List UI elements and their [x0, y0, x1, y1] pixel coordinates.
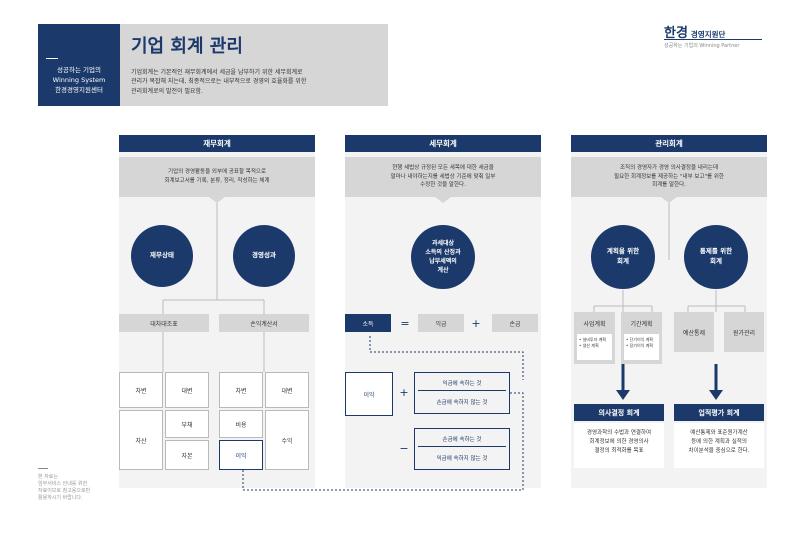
page-title: 기업 회계 관리 — [131, 36, 243, 57]
is-debit: 차변 — [219, 372, 263, 408]
planning-line2: 회계 — [617, 257, 629, 265]
decision-line3: 결정의 최적화를 목표 — [594, 447, 644, 454]
tax-sub1: 손금에 속하는 것 — [418, 432, 506, 447]
perf-line3: 차이분석을 중심으로 한다. — [688, 447, 750, 454]
tax-add2: 손금에 속하지 않는 것 — [436, 400, 488, 406]
is-credit: 대변 — [265, 372, 309, 408]
tax-desc-pointer — [435, 197, 451, 203]
financial-desc-line2: 회계보고서를 기록, 분류, 정리, 작성하는 체계 — [164, 178, 270, 184]
financial-desc-line1: 기업의 경영활동을 외부에 공표할 목적으로 — [167, 169, 267, 176]
tax-desc: 현행 세법상 규정된 모든 세목에 대한 세금을 얼마나 내야하는지를 세법상 … — [345, 157, 541, 197]
decision-line1: 경영과학의 수법과 연결하여 — [586, 430, 652, 436]
tax-desc-line3: 수정한 것을 말한다. — [420, 182, 466, 189]
tax-add-group — [414, 372, 510, 414]
bs-liability: 부채 — [165, 410, 209, 438]
period-plan-label: 기간계획 — [630, 320, 653, 328]
management-desc-line3: 회계를 말한다. — [652, 182, 686, 189]
perf-line2: 등에 의한 계획과 실적의 — [691, 438, 747, 445]
footnote-line4: 활용하시기 바랍니다. — [38, 495, 83, 501]
header-desc-line1: 기업회계는 기본적인 재무회계에서 세금을 납부하기 위한 세무회계로 — [131, 69, 303, 76]
header-side-panel: 성공하는 기업의 Winning System 한경경영지원센터 — [38, 24, 120, 106]
tax-circle-line1: 과세대상 — [431, 240, 455, 247]
tax-loss: 손금 — [492, 314, 538, 332]
bs-credit: 대변 — [165, 372, 209, 408]
is-revenue: 수익 — [265, 410, 309, 470]
decision-title: 의사결정 회계 — [574, 404, 664, 421]
header-desc-line2: 관리가 복잡해 지는데, 최종적으로는 내부적으로 경영의 효율화를 위한 — [131, 78, 307, 86]
stmt-income-statement: 손익계산서 — [219, 314, 309, 332]
tax-desc-line2: 얼마나 내야하는지를 세법상 기준에 맞춰 일부 — [390, 173, 496, 180]
circle-planning-accounting: 계획을 위한 회계 — [591, 225, 655, 289]
bs-capital: 자본 — [165, 440, 209, 470]
is-profit: 이익 — [219, 440, 263, 470]
footnote-line3: 자료이므로 참고용으로만 — [38, 488, 91, 494]
budget-control: 예산통제 — [674, 312, 714, 352]
decision-desc: 경영과학의 수법과 연결하여 회계정보에 의한 경영의사 결정의 최적화를 목표 — [574, 423, 664, 468]
biz-plan-label: 사업계획 — [583, 320, 606, 328]
circle-financial-position: 재무상태 — [131, 225, 193, 287]
circle-tax-calculation: 과세대상 소득의 산정과 납부세액의 계산 — [411, 225, 475, 289]
logo: 한경 경영지원단 — [664, 22, 762, 41]
tax-gain: 익금 — [418, 314, 464, 332]
footnote: 본 자료는 임무서비스 안내를 위한 자료이므로 참고용으로만 활용하시기 바랍… — [38, 474, 90, 502]
bs-asset: 자산 — [119, 410, 163, 470]
side-divider — [46, 58, 58, 59]
stmt-balance-sheet: 대차대조표 — [119, 314, 209, 332]
financial-desc: 기업의 경영활동을 외부에 공표할 목적으로 회계보고서를 기록, 분류, 정리… — [119, 157, 315, 197]
cost-management: 원가관리 — [724, 312, 764, 352]
bs-debit: 차변 — [119, 372, 163, 408]
tax-income: 소득 — [345, 314, 391, 332]
tax-circle-line3: 납부세액의 — [429, 258, 457, 265]
financial-header: 재무회계 — [119, 135, 315, 152]
perf-line1: 예산통제와 표준원가계산 — [690, 430, 748, 436]
biz-plan-box: 사업계획 • 설비투자 계획 • 생산 계획 — [574, 312, 615, 364]
management-header: 관리회계 — [571, 135, 767, 152]
period-plan-items: • 단기이익 계획 • 장기이익 계획 — [624, 334, 659, 360]
tax-circle-line4: 계산 — [437, 267, 449, 274]
period-item2: • 장기이익 계획 — [626, 343, 653, 349]
management-desc-pointer — [661, 197, 677, 203]
logo-tagline: 성공하는 기업의 Winning Partner — [664, 43, 740, 49]
management-desc-line2: 필요한 회계정보를 제공하는 "내부 보고"를 위한 — [614, 173, 724, 180]
header-desc-line3: 관리회계로의 발전이 필요함. — [131, 87, 203, 95]
tax-equals: = — [400, 316, 410, 330]
performance-title: 업적평가 회계 — [674, 404, 764, 421]
side-line2: Winning System — [52, 75, 106, 84]
logo-main: 한경 — [664, 26, 688, 41]
biz-item1: • 설비투자 계획 — [579, 337, 606, 342]
tax-sub2: 익금에 속하지 않는 것 — [436, 456, 488, 462]
management-desc-line1: 조직의 경영자가 경영 의사결정을 내리는데 — [619, 164, 719, 171]
tax-plus: + — [471, 316, 481, 330]
period-item1: • 단기이익 계획 — [626, 337, 653, 342]
side-line3: 한경경영지원센터 — [55, 85, 103, 94]
tax-sub-group — [414, 428, 510, 470]
tax-op-minus: − — [399, 441, 409, 455]
period-plan-box: 기간계획 • 단기이익 계획 • 장기이익 계획 — [621, 312, 662, 364]
biz-item2: • 생산 계획 — [579, 343, 599, 349]
tax-add1: 익금에 속하는 것 — [418, 376, 506, 391]
circle-control-accounting: 통제를 위한 회계 — [684, 225, 748, 289]
circle-business-results: 경영성과 — [233, 225, 295, 287]
biz-plan-items: • 설비투자 계획 • 생산 계획 — [577, 334, 612, 360]
footnote-line2: 임무서비스 안내를 위한 — [38, 481, 88, 487]
control-line2: 회계 — [710, 257, 722, 265]
performance-desc: 예산통제와 표준원가계산 등에 의한 계획과 실적의 차이분석을 중심으로 한다… — [674, 423, 764, 468]
header-title-panel: 기업 회계 관리 기업회계는 기본적인 재무회계에서 세금을 납부하기 위한 세… — [120, 24, 388, 106]
control-line1: 통제를 위한 — [699, 247, 733, 256]
tax-desc-line1: 현행 세법상 규정된 모든 세목에 대한 세금을 — [392, 164, 494, 171]
is-cost: 비용 — [219, 410, 263, 438]
management-desc: 조직의 경영자가 경영 의사결정을 내리는데 필요한 회계정보를 제공하는 "내… — [571, 157, 767, 197]
footnote-divider — [38, 468, 48, 469]
tax-profit: 이익 — [345, 372, 393, 416]
tax-circle-line2: 소득의 산정과 — [425, 249, 461, 256]
footnote-line1: 본 자료는 — [38, 474, 58, 480]
logo-sub: 경영지원단 — [690, 30, 726, 39]
financial-desc-pointer — [209, 197, 225, 203]
planning-line1: 계획을 위한 — [606, 247, 640, 256]
tax-header: 세무회계 — [345, 135, 541, 152]
side-line1: 성공하는 기업의 — [57, 66, 101, 74]
tax-op-plus: + — [399, 385, 409, 399]
decision-line2: 회계정보에 의한 경영의사 — [589, 438, 649, 445]
